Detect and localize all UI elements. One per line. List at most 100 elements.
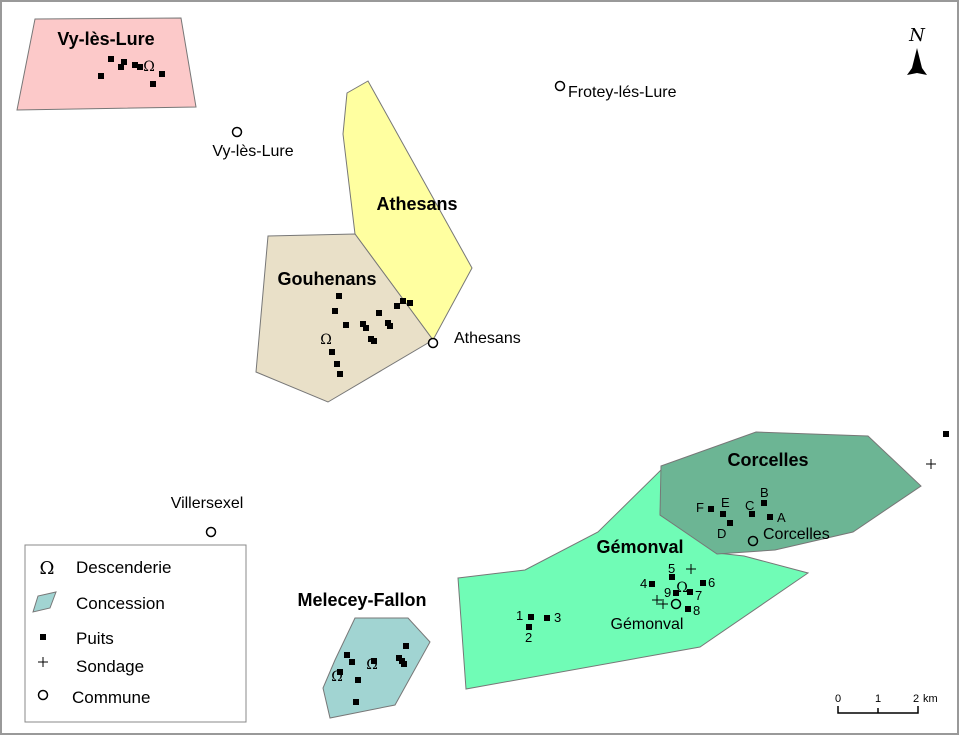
well-label: C bbox=[745, 498, 754, 513]
commune-label: Vy-lès-Lure bbox=[212, 143, 293, 160]
puits-marker bbox=[355, 677, 361, 683]
scale-tick-label: 2 bbox=[913, 693, 919, 705]
concession-layer bbox=[16, 17, 922, 719]
puits-layer bbox=[98, 56, 949, 705]
puits-marker bbox=[761, 500, 767, 506]
north-label: N bbox=[908, 25, 926, 46]
sondage-marker bbox=[658, 599, 668, 609]
legend-box bbox=[24, 544, 247, 723]
puits-marker bbox=[121, 59, 127, 65]
puits-marker bbox=[98, 73, 104, 79]
well-label: 8 bbox=[693, 603, 700, 618]
puits-marker bbox=[544, 615, 550, 621]
well-label: E bbox=[721, 495, 730, 510]
well-label: 4 bbox=[640, 576, 647, 591]
commune-marker bbox=[231, 126, 243, 138]
well-label: 2 bbox=[525, 630, 532, 645]
puits-marker bbox=[363, 325, 369, 331]
puits-marker bbox=[353, 699, 359, 705]
puits-marker bbox=[329, 349, 335, 355]
commune-label: Corcelles bbox=[763, 526, 830, 543]
puits-marker bbox=[387, 323, 393, 329]
concession-label-vy-les-lure: Vy-lès-Lure bbox=[57, 29, 154, 49]
legend-label: Descenderie bbox=[76, 558, 171, 577]
scale-bar: 0 1 2 km bbox=[835, 693, 938, 714]
puits-marker bbox=[337, 669, 343, 675]
commune-layer: Vy-lès-Lure Frotey-lés-Lure Athesans Vil… bbox=[171, 80, 830, 633]
well-label: 7 bbox=[695, 588, 702, 603]
puits-marker bbox=[649, 581, 655, 587]
legend-label: Commune bbox=[72, 688, 150, 707]
puits-marker bbox=[394, 303, 400, 309]
puits-marker bbox=[400, 298, 406, 304]
plus-icon bbox=[38, 657, 48, 667]
well-label: 5 bbox=[668, 561, 675, 576]
puits-marker bbox=[727, 520, 733, 526]
puits-marker bbox=[371, 658, 377, 664]
puits-marker bbox=[700, 580, 706, 586]
well-label: A bbox=[777, 510, 786, 525]
puits-marker bbox=[371, 338, 377, 344]
puits-marker bbox=[376, 310, 382, 316]
legend: Ω Descenderie Concession Puits Sondage C… bbox=[24, 544, 247, 723]
descenderie-marker: Ω bbox=[676, 580, 688, 596]
puits-marker bbox=[685, 606, 691, 612]
sondage-layer bbox=[652, 459, 936, 609]
descenderie-marker: Ω bbox=[366, 657, 378, 673]
well-label: D bbox=[717, 526, 726, 541]
scale-unit: km bbox=[923, 693, 938, 705]
well-label: B bbox=[760, 485, 769, 500]
descenderie-marker: Ω bbox=[331, 669, 343, 685]
puits-marker bbox=[334, 361, 340, 367]
concession-label-corcelles: Corcelles bbox=[727, 450, 808, 470]
puits-marker bbox=[687, 589, 693, 595]
puits-marker bbox=[150, 81, 156, 87]
commune-marker bbox=[670, 598, 682, 610]
puits-marker bbox=[344, 652, 350, 658]
concession-labels: Vy-lès-Lure Athesans Gouhenans Corcelles… bbox=[57, 29, 808, 610]
north-arrow-icon bbox=[907, 48, 927, 75]
concession-label-gemonval: Gémonval bbox=[596, 537, 683, 557]
puits-marker bbox=[159, 71, 165, 77]
legend-label: Concession bbox=[76, 594, 165, 613]
concession-corcelles bbox=[659, 431, 922, 555]
scale-tick-label: 0 bbox=[835, 693, 841, 705]
circle-icon bbox=[37, 689, 49, 701]
sondage-marker bbox=[926, 459, 936, 469]
commune-marker bbox=[205, 526, 217, 538]
well-label: F bbox=[696, 500, 704, 515]
puits-marker bbox=[118, 64, 124, 70]
puits-marker bbox=[526, 624, 532, 630]
puits-marker bbox=[669, 574, 675, 580]
north-arrow: N bbox=[907, 25, 927, 75]
sondage-marker bbox=[652, 595, 662, 605]
scale-bar-line bbox=[837, 706, 919, 714]
concession-label-athesans: Athesans bbox=[376, 194, 457, 214]
well-label: 1 bbox=[516, 608, 523, 623]
scale-tick-label: 1 bbox=[875, 693, 881, 705]
puits-marker bbox=[528, 614, 534, 620]
commune-marker bbox=[554, 80, 566, 92]
puits-marker bbox=[332, 308, 338, 314]
puits-marker bbox=[360, 321, 366, 327]
sondage-marker bbox=[686, 564, 696, 574]
puits-marker bbox=[767, 514, 773, 520]
descenderie-marker: Ω bbox=[320, 332, 332, 348]
puits-marker bbox=[343, 322, 349, 328]
well-label: 9 bbox=[664, 585, 671, 600]
legend-label: Sondage bbox=[76, 657, 144, 676]
puits-marker bbox=[137, 64, 143, 70]
puits-marker bbox=[403, 643, 409, 649]
puits-marker bbox=[720, 511, 726, 517]
concession-gouhenans bbox=[255, 233, 434, 403]
well-label: 3 bbox=[554, 610, 561, 625]
puits-marker bbox=[132, 62, 138, 68]
legend-label: Puits bbox=[76, 629, 114, 648]
commune-marker bbox=[747, 535, 759, 547]
puits-marker bbox=[749, 511, 755, 517]
concession-label-melecey-fallon: Melecey-Fallon bbox=[297, 590, 426, 610]
commune-label: Gémonval bbox=[611, 616, 684, 633]
concession-label-gouhenans: Gouhenans bbox=[277, 269, 376, 289]
commune-label: Villersexel bbox=[171, 495, 244, 512]
